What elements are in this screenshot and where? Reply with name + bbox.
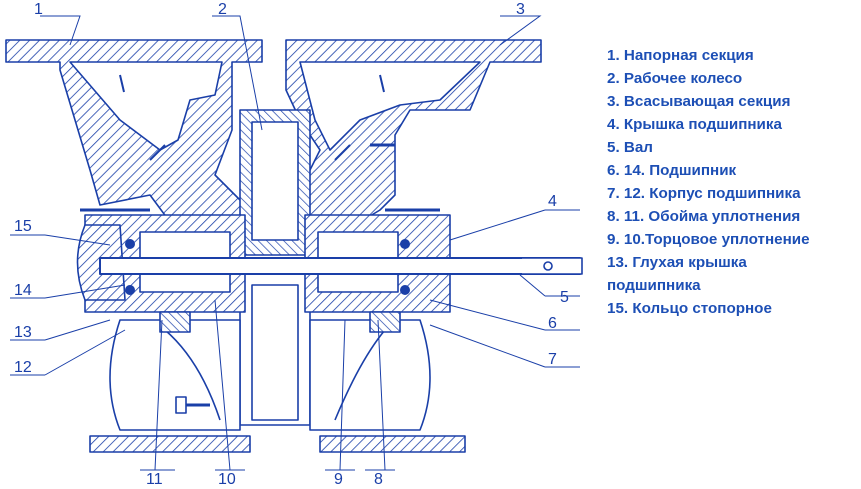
callout-3: 3 [516,1,525,18]
callout-7: 7 [548,351,557,368]
legend-item: 5. Вал [607,139,653,156]
parts-legend: 1. Напорная секция 2. Рабочее колесо 3. … [607,44,857,320]
pump-section-drawing: 1 2 3 4 5 6 7 8 9 10 11 12 13 14 15 [5,1,583,488]
legend-item: 13. Глухая крышка [607,254,747,271]
legend-item: 4. Крышка подшипника [607,116,782,133]
callout-15: 15 [14,218,32,235]
legend-item: 9. 10.Торцовое уплотнение [607,231,810,248]
legend-item: 15. Кольцо стопорное [607,300,772,317]
legend-item: подшипника [607,277,701,294]
callout-9: 9 [334,471,343,488]
legend-item: 8. 11. Обойма уплотнения [607,208,801,225]
callout-14: 14 [14,282,32,299]
legend-item: 2. Рабочее колесо [607,70,743,87]
callout-8: 8 [374,471,383,488]
callout-13: 13 [14,324,32,341]
legend-item: 1. Напорная секция [607,47,754,64]
callout-11: 11 [146,471,163,488]
legend-item: 6. 14. Подшипник [607,162,737,179]
shaft [99,257,581,275]
callout-1: 1 [34,1,43,18]
callout-6: 6 [548,315,557,332]
bottom-flange-right [319,435,466,453]
callout-2: 2 [218,1,227,18]
callout-4: 4 [548,193,557,210]
bottom-flange-left [89,435,251,453]
callout-10: 10 [218,471,236,488]
legend-item: 7. 12. Корпус подшипника [607,185,801,202]
callout-12: 12 [14,359,32,376]
legend-item: 3. Всасывающая секция [607,93,791,110]
lower-casing [109,319,241,431]
callout-5: 5 [560,289,569,306]
